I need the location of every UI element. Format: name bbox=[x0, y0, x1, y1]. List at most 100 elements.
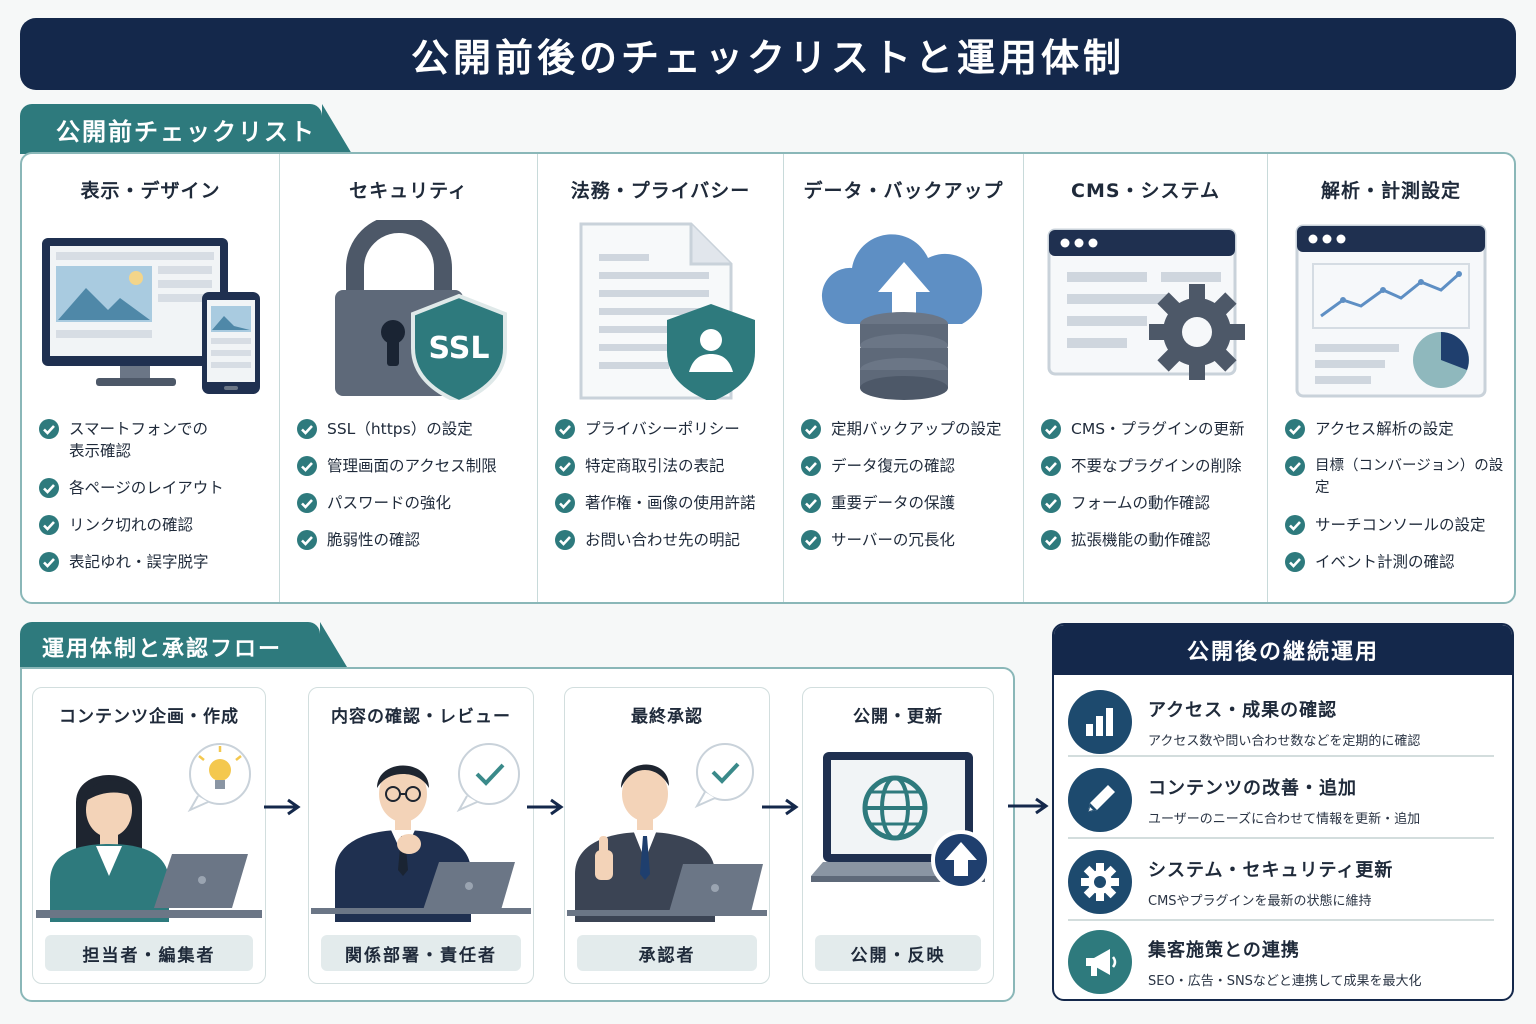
checklist-item-text: 重要データの保護 bbox=[831, 494, 956, 512]
document-privacy-shield-icon bbox=[538, 220, 783, 400]
column-title: CMS・システム bbox=[1071, 180, 1220, 202]
checklist-item-text: サーバーの冗長化 bbox=[831, 531, 955, 549]
checklist-item-text: SSL（https）の設定 bbox=[327, 420, 473, 438]
check-icon bbox=[1285, 552, 1305, 572]
step-role: 担当者・編集者 bbox=[45, 935, 253, 971]
flow-arrow-icon bbox=[1008, 797, 1049, 815]
megaphone-icon bbox=[1068, 930, 1132, 994]
check-icon bbox=[297, 493, 317, 513]
column-title: 表示・デザイン bbox=[80, 180, 221, 202]
column-title: 解析・計測設定 bbox=[1320, 180, 1461, 202]
flow-step-approve: 最終承認 承認者 bbox=[564, 687, 770, 984]
check-icon bbox=[297, 419, 317, 439]
checklist-column-display: 表示・デザイン bbox=[22, 154, 280, 602]
ongoing-item-desc: SEO・広告・SNSなどと連携して成果を最大化 bbox=[1148, 973, 1422, 989]
ongoing-item: アクセス・成果の確認アクセス数や問い合わせ数などを定期的に確認 bbox=[1068, 681, 1498, 763]
checklist-column-security: セキュリティ SSL SSL（https）の設定 管理画面のアクセス制限 パスワ… bbox=[280, 154, 538, 602]
checklist-item-text: 脆弱性の確認 bbox=[327, 531, 421, 549]
analytics-dashboard-icon bbox=[1268, 220, 1514, 400]
cloud-upload-database-icon bbox=[784, 220, 1023, 400]
checklist-item-text: データ復元の確認 bbox=[831, 457, 956, 475]
ongoing-item: コンテンツの改善・追加ユーザーのニーズに合わせて情報を更新・追加 bbox=[1068, 759, 1498, 841]
flow-arrow-icon bbox=[264, 798, 301, 816]
check-icon bbox=[1041, 530, 1061, 550]
ongoing-item: システム・セキュリティ更新 CMSやプラグインを最新の状態に維持 bbox=[1068, 841, 1498, 923]
checklist-column-cms: CMS・システム bbox=[1024, 154, 1268, 602]
checklist-item-text: 各ページのレイアウト bbox=[69, 479, 224, 497]
checklist-column-legal: 法務・プライバシー プライバシーポリシー 特定商取引法の表記 著作権・画像の使用… bbox=[538, 154, 784, 602]
step-role: 公開・反映 bbox=[815, 935, 981, 971]
checklist-items: 定期バックアップの設定 データ復元の確認 重要データの保護 サーバーの冗長化 bbox=[784, 400, 1023, 551]
checklist-item-text: 拡張機能の動作確認 bbox=[1071, 531, 1211, 549]
ongoing-item-title: アクセス・成果の確認 bbox=[1148, 699, 1338, 721]
checklist-item: 定期バックアップの設定 bbox=[800, 418, 1023, 440]
checklist-item-text: 目標（コンバージョン）の設定 bbox=[1315, 458, 1504, 496]
checklist-panel: 表示・デザイン bbox=[20, 152, 1516, 604]
checklist-item: 各ページのレイアウト bbox=[38, 477, 279, 499]
responsive-devices-icon bbox=[22, 220, 279, 400]
step-title: コンテンツ企画・作成 bbox=[59, 707, 239, 727]
checklist-item-text: イベント計測の確認 bbox=[1315, 553, 1455, 571]
checklist-item-text: 著作権・画像の使用許諾 bbox=[585, 494, 756, 512]
ongoing-heading: 公開後の継続運用 bbox=[1054, 625, 1512, 675]
checklist-item: サーバーの冗長化 bbox=[800, 529, 1023, 551]
svg-text:SSL: SSL bbox=[428, 331, 489, 366]
divider bbox=[1068, 919, 1494, 921]
step-title: 公開・更新 bbox=[853, 707, 943, 727]
checklist-item-text: 定期バックアップの設定 bbox=[831, 420, 1002, 438]
checklist-item: 表記ゆれ・誤字脱字 bbox=[38, 551, 279, 573]
check-icon bbox=[297, 456, 317, 476]
check-icon bbox=[555, 530, 575, 550]
pencil-icon bbox=[1068, 768, 1132, 832]
checklist-item: パスワードの強化 bbox=[296, 492, 537, 514]
checklist-item-text: サーチコンソールの設定 bbox=[1315, 516, 1486, 534]
column-title: 法務・プライバシー bbox=[570, 180, 751, 202]
ongoing-item-desc: ユーザーのニーズに合わせて情報を更新・追加 bbox=[1148, 811, 1421, 827]
padlock-ssl-shield-icon: SSL bbox=[280, 220, 537, 400]
checklist-item-text: アクセス解析の設定 bbox=[1315, 420, 1454, 438]
ongoing-item-desc: アクセス数や問い合わせ数などを定期的に確認 bbox=[1148, 733, 1421, 749]
step-role: 承認者 bbox=[577, 935, 757, 971]
checklist-item-text: 管理画面のアクセス制限 bbox=[327, 457, 497, 475]
checklist-item: データ復元の確認 bbox=[800, 455, 1023, 477]
checklist-item-text: CMS・プラグインの更新 bbox=[1071, 420, 1245, 438]
check-icon bbox=[1041, 493, 1061, 513]
browser-gear-icon bbox=[1024, 220, 1267, 400]
ongoing-item-title: コンテンツの改善・追加 bbox=[1148, 777, 1357, 799]
check-icon bbox=[555, 493, 575, 513]
bar-chart-icon bbox=[1068, 690, 1132, 754]
column-title: データ・バックアップ bbox=[803, 180, 1004, 202]
checklist-item: リンク切れの確認 bbox=[38, 514, 279, 536]
checklist-item: 著作権・画像の使用許諾 bbox=[554, 492, 783, 514]
man-thumbs-up-check-icon bbox=[565, 732, 769, 922]
ongoing-item-desc: CMSやプラグインを最新の状態に維持 bbox=[1148, 893, 1372, 909]
checklist-items: SSL（https）の設定 管理画面のアクセス制限 パスワードの強化 脆弱性の確… bbox=[280, 400, 537, 551]
checklist-column-backup: データ・バックアップ 定期バックアップの設定 データ復元の確認 重要データの保護… bbox=[784, 154, 1024, 602]
checklist-items: CMS・プラグインの更新 不要なプラグインの削除 フォームの動作確認 拡張機能の… bbox=[1024, 400, 1267, 551]
ongoing-operations-panel: 公開後の継続運用 アクセス・成果の確認アクセス数や問い合わせ数などを定期的に確認… bbox=[1052, 623, 1514, 1001]
check-icon bbox=[555, 419, 575, 439]
step-title: 最終承認 bbox=[631, 707, 703, 727]
checklist-item: お問い合わせ先の明記 bbox=[554, 529, 783, 551]
flow-arrow-icon bbox=[527, 798, 564, 816]
page-title: 公開前後のチェックリストと運用体制 bbox=[410, 35, 1125, 80]
checklist-item-text: リンク切れの確認 bbox=[69, 516, 194, 534]
checklist-item: フォームの動作確認 bbox=[1040, 492, 1267, 514]
checklist-item-text: スマートフォンでの 表示確認 bbox=[69, 420, 209, 460]
checklist-item-text: 表記ゆれ・誤字脱字 bbox=[69, 553, 209, 571]
checklist-item: 管理画面のアクセス制限 bbox=[296, 455, 537, 477]
checklist-item: 脆弱性の確認 bbox=[296, 529, 537, 551]
check-icon bbox=[1041, 419, 1061, 439]
check-icon bbox=[801, 530, 821, 550]
step-role: 関係部署・責任者 bbox=[321, 935, 521, 971]
checklist-item: アクセス解析の設定 bbox=[1284, 418, 1514, 440]
divider bbox=[1068, 755, 1494, 757]
gear-icon bbox=[1068, 850, 1132, 914]
checklist-item: CMS・プラグインの更新 bbox=[1040, 418, 1267, 440]
ongoing-item-title: システム・セキュリティ更新 bbox=[1148, 859, 1394, 881]
checklist-item: プライバシーポリシー bbox=[554, 418, 783, 440]
checklist-item: 特定商取引法の表記 bbox=[554, 455, 783, 477]
divider bbox=[1068, 837, 1494, 839]
check-icon bbox=[39, 419, 59, 439]
